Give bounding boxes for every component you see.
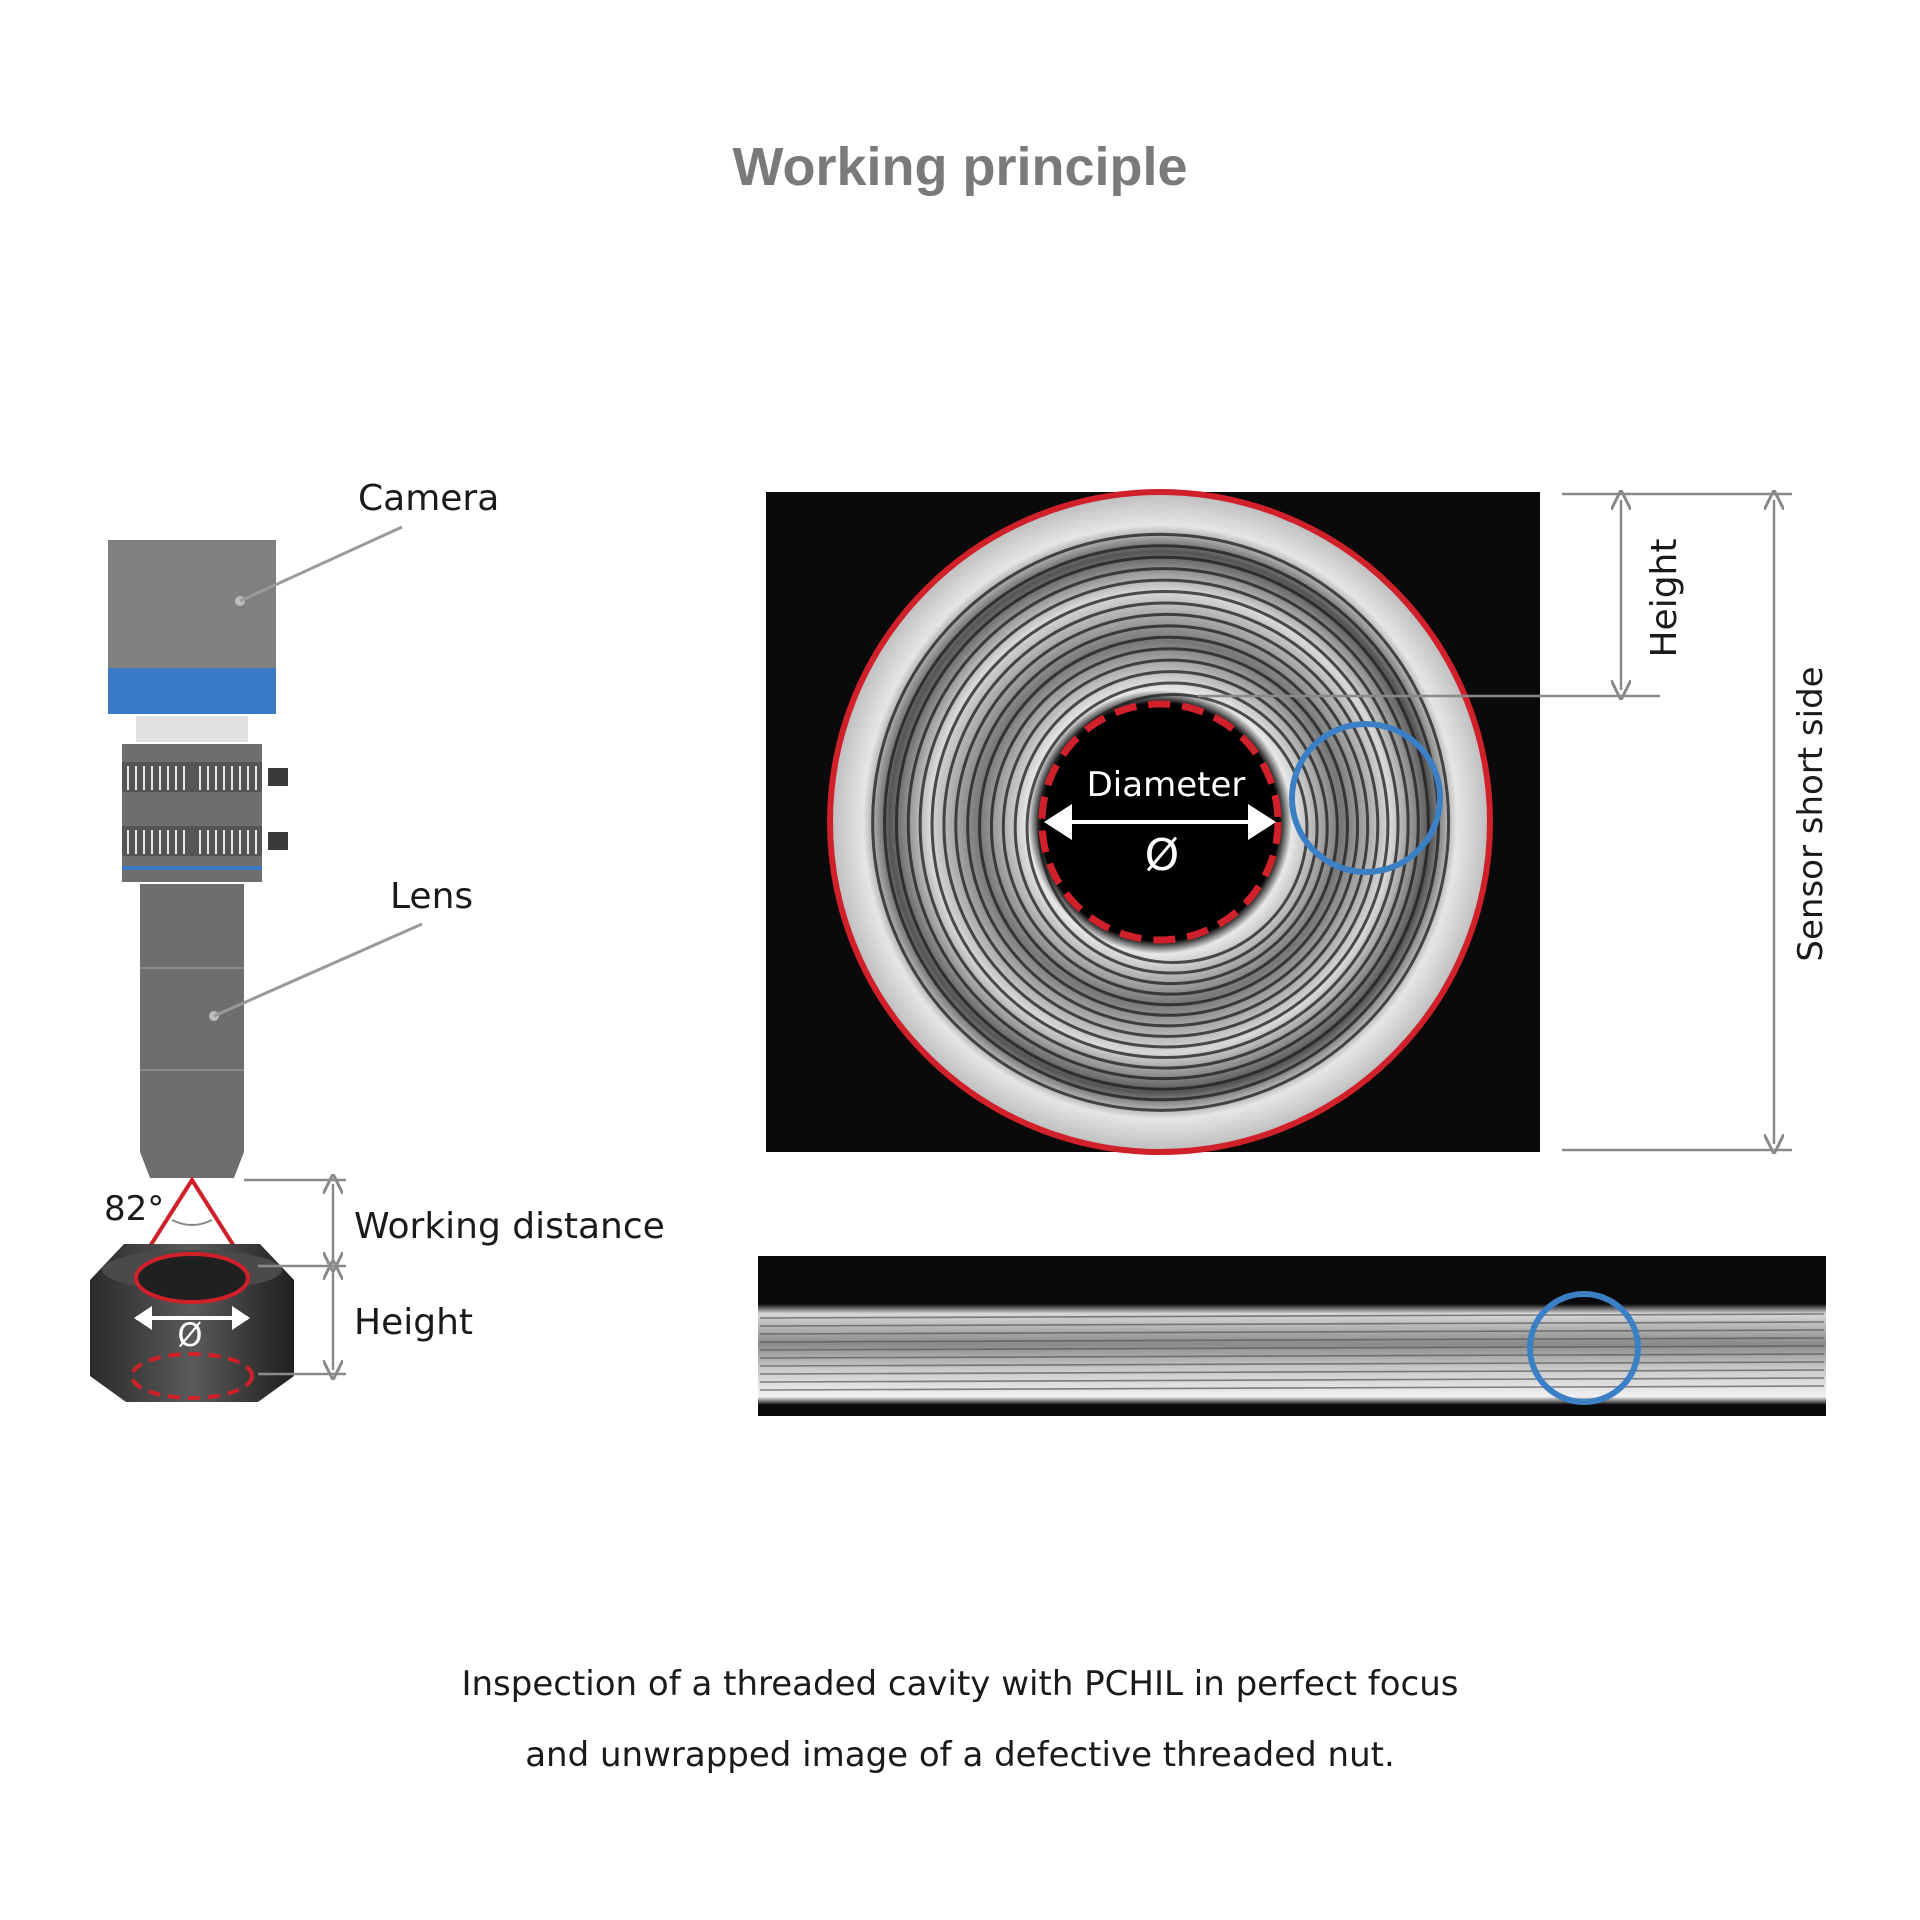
diameter-symbol: Ø: [1145, 830, 1180, 881]
lock-screw-1: [268, 768, 288, 786]
page-title: Working principle: [732, 137, 1188, 197]
camera-band: [108, 668, 276, 714]
defect-marker-unwrapped: [1527, 1291, 1641, 1405]
defect-marker-top: [1289, 721, 1443, 875]
lens-label: Lens: [390, 876, 473, 917]
angle-label: 82°: [104, 1189, 164, 1229]
focus-ring-1: [122, 762, 262, 792]
diameter-symbol-left: Ø: [177, 1316, 202, 1354]
working-distance-label: Working distance: [354, 1206, 665, 1247]
lens-assembly: [122, 744, 423, 1178]
left-dimensions: [244, 1180, 346, 1374]
nut-bore-bottom: [130, 1352, 254, 1400]
camera-label: Camera: [358, 478, 499, 519]
lens-tip: [140, 1152, 244, 1178]
right-dimensions: [1198, 494, 1792, 1150]
nut-bore-top: [134, 1252, 250, 1304]
height-label-left: Height: [354, 1302, 473, 1343]
threaded-nut: [90, 1244, 294, 1402]
caption-line-2: and unwrapped image of a defective threa…: [525, 1735, 1395, 1775]
top-view-image: Diameter Ø: [766, 489, 1540, 1155]
focus-ring-2: [122, 826, 262, 856]
inner-red-dashed-circle: [1038, 700, 1282, 944]
lock-screw-2: [268, 832, 288, 850]
diameter-label: Diameter: [1087, 765, 1246, 805]
outer-red-circle: [827, 489, 1493, 1155]
unwrapped-image: [758, 1256, 1826, 1416]
view-cone: [138, 1176, 246, 1264]
camera-assembly: [108, 525, 403, 742]
sensor-short-side-label: Sensor short side: [1791, 666, 1831, 961]
caption-line-1: Inspection of a threaded cavity with PCH…: [461, 1664, 1459, 1704]
lens-barrel-lower: [140, 884, 244, 1152]
camera-body: [108, 540, 276, 668]
camera-mount: [136, 716, 248, 742]
height-label-right: Height: [1644, 538, 1685, 657]
